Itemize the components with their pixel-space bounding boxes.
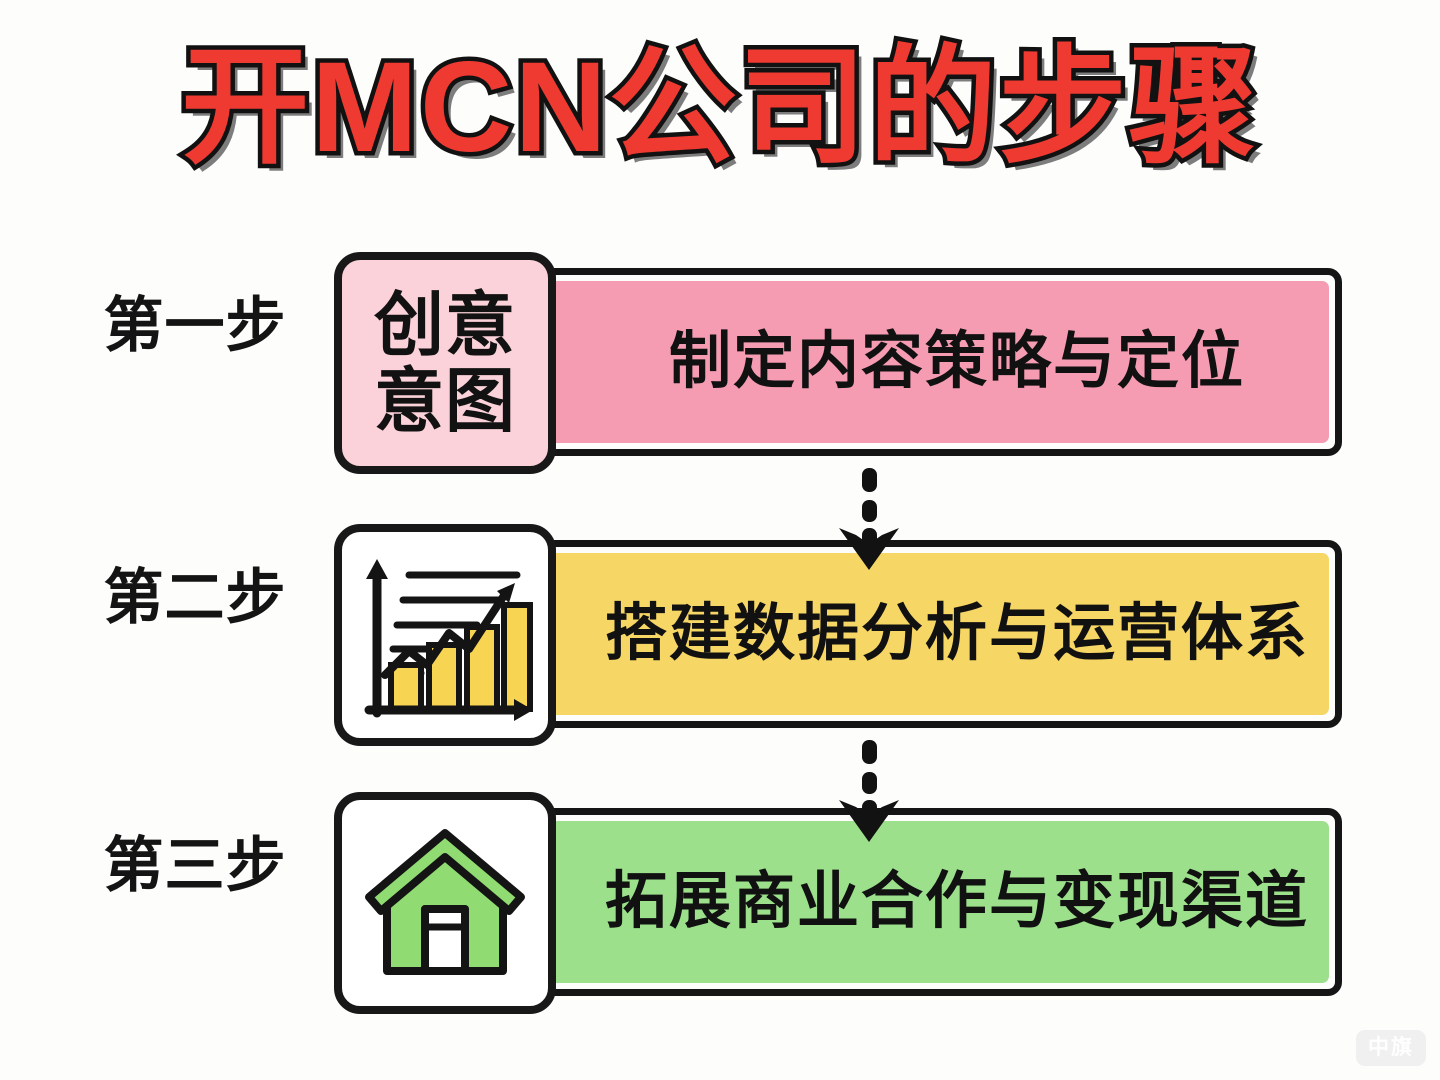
- dashed-down-arrow-2: [833, 738, 905, 842]
- step-icon-box-2[interactable]: [334, 524, 556, 746]
- step-icon-box-1[interactable]: 创意 意图: [334, 252, 556, 474]
- step-bar-1[interactable]: 制定内容策略与定位: [490, 268, 1342, 456]
- watermark-badge: 中旗: [1356, 1030, 1426, 1066]
- icon-text-line-2: 意图: [374, 362, 516, 440]
- step-row-2: 第二步 搭建数据分析与运营体系: [0, 524, 1440, 746]
- dashed-down-arrow-1: [833, 466, 905, 570]
- house-icon: [365, 829, 525, 975]
- step-row-3: 第三步 拓展商业合作与变现渠道: [0, 792, 1440, 1014]
- step-label-3: 第三步: [103, 832, 287, 899]
- step-bar-2[interactable]: 搭建数据分析与运营体系: [490, 540, 1342, 728]
- dashed-arrow-icon-2: [839, 740, 899, 842]
- bar-chart-growth-icon: [364, 559, 533, 721]
- step-label-1: 第一步: [103, 292, 287, 359]
- step-row-1: 第一步 制定内容策略与定位 创意 意图: [0, 252, 1440, 474]
- step-bar-text-1: 制定内容策略与定位: [668, 327, 1245, 396]
- bar-fill-3: [503, 821, 1329, 983]
- bar-fill-2: [503, 553, 1329, 715]
- step-bar-text-3: 拓展商业合作与变现渠道: [604, 867, 1309, 936]
- step-bar-text-2: 搭建数据分析与运营体系: [604, 599, 1309, 668]
- step-label-2: 第二步: [103, 564, 287, 631]
- page-title: 开MCN公司的步骤: [177, 33, 1262, 182]
- step-bar-3[interactable]: 拓展商业合作与变现渠道: [490, 808, 1342, 996]
- creative-intent-text-icon: 创意 意图: [374, 287, 516, 439]
- bar-fill-1: [503, 281, 1329, 443]
- step-icon-box-3[interactable]: [334, 792, 556, 1014]
- dashed-arrow-icon-1: [839, 468, 899, 570]
- icon-text-line-1: 创意: [374, 286, 516, 364]
